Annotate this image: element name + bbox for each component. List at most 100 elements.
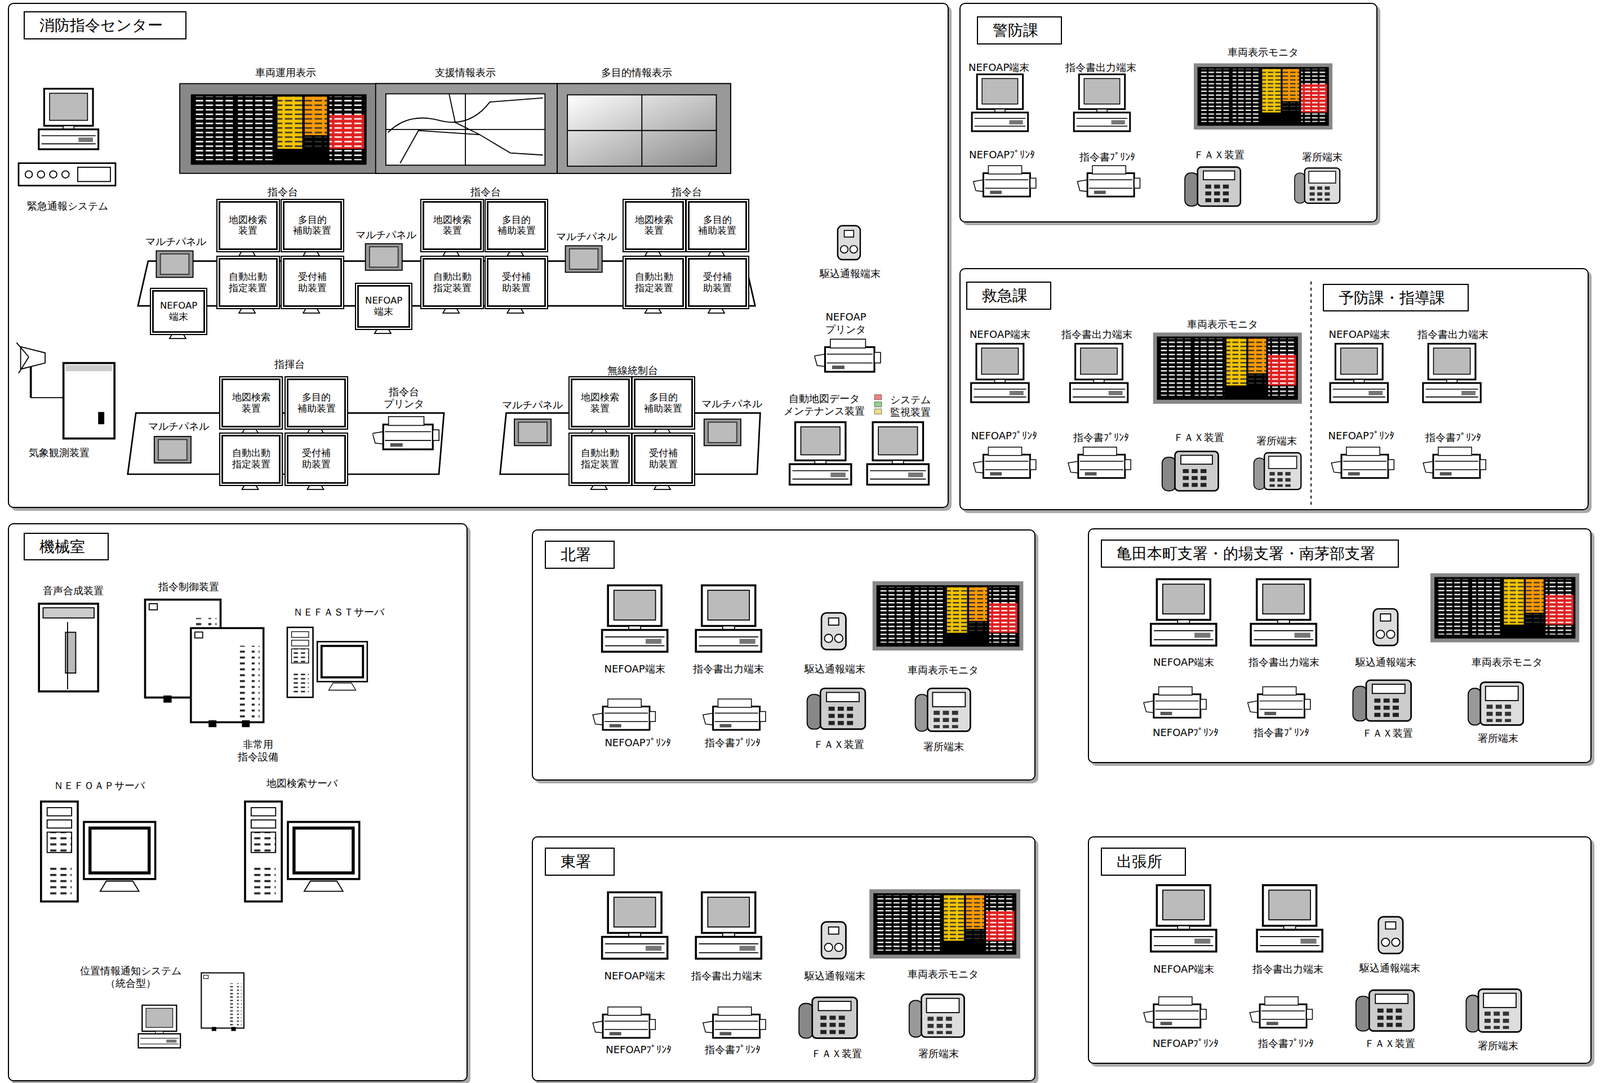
screen-label: 多目的 補助装置 bbox=[689, 214, 746, 238]
printer-icon bbox=[1077, 165, 1140, 197]
screen-label: 自動出動 指定装置 bbox=[626, 271, 683, 295]
pc-icon bbox=[867, 422, 929, 486]
device-label: ＦＡＸ装置 bbox=[813, 738, 865, 751]
device-label: 位置情報通知システム （統合型） bbox=[59, 965, 203, 990]
section-title: 亀田本町支署・的場支署・南茅部支署 bbox=[1100, 539, 1399, 568]
device-label: NEFOAPﾌﾟﾘﾝﾀ bbox=[969, 148, 1035, 162]
screen-label: 多目的 補助装置 bbox=[288, 392, 345, 415]
device-label: 指令台 bbox=[671, 185, 702, 199]
vboard-icon bbox=[1153, 332, 1302, 404]
screen-label: NEFOAP 端末 bbox=[358, 295, 409, 318]
screen-label: 多目的 補助装置 bbox=[488, 214, 545, 238]
screen-box: NEFOAP 端末 bbox=[357, 285, 411, 328]
device-label: 指令書出力端末 bbox=[1065, 61, 1137, 74]
device-label: 駆込通報端末 bbox=[819, 267, 881, 280]
device-label: 署所端末 bbox=[1477, 732, 1519, 745]
screen-label: 多目的 補助装置 bbox=[284, 214, 341, 238]
section-title: 予防課・指導課 bbox=[1322, 283, 1469, 313]
device-label: 車両運用表示 bbox=[255, 66, 317, 79]
printer-icon bbox=[592, 699, 656, 731]
section-panel: 警防課 bbox=[959, 2, 1379, 222]
section-title: 北署 bbox=[544, 540, 615, 570]
device-label: ＦＡＸ装置 bbox=[1173, 431, 1225, 444]
fax-icon bbox=[1162, 451, 1219, 491]
printer-icon bbox=[1143, 686, 1207, 718]
device-label: NEFOAPﾌﾟﾘﾝﾀ bbox=[971, 429, 1038, 443]
screen-box: 地図検索 装置 bbox=[422, 201, 482, 251]
device-label: NEFOAP プリンタ bbox=[815, 310, 877, 336]
vboard-icon bbox=[872, 581, 1024, 651]
section-panel: 機械室 bbox=[7, 523, 468, 1082]
vboard-icon bbox=[869, 889, 1021, 959]
printer-icon bbox=[703, 1007, 766, 1039]
pc-icon bbox=[1150, 885, 1217, 953]
tower-icon bbox=[287, 627, 368, 698]
screen-label: NEFOAP 端末 bbox=[153, 300, 204, 323]
device-label: 指令書ﾌﾟﾘﾝﾀ bbox=[1425, 431, 1482, 444]
device-label: 指令台 bbox=[470, 185, 501, 199]
device-label: マルチパネル bbox=[355, 228, 417, 242]
rack-icon bbox=[201, 972, 244, 1031]
device-label: NEFOAP端末 bbox=[1153, 963, 1215, 976]
screen-box: 受付補 助装置 bbox=[633, 434, 693, 484]
device-label: 自動地図データ メンテナンス装置 bbox=[768, 392, 881, 417]
mp-icon bbox=[156, 250, 193, 278]
screen-label: 受付補 助装置 bbox=[288, 447, 345, 471]
screen-box: 自動出動 指定装置 bbox=[221, 434, 281, 484]
pc-icon bbox=[1250, 579, 1317, 646]
device-label: NEFOAPﾌﾟﾘﾝﾀ bbox=[1152, 726, 1219, 740]
device-label: 駆込通報端末 bbox=[1355, 656, 1417, 669]
pc-icon bbox=[1256, 885, 1323, 953]
printer-icon bbox=[1331, 447, 1394, 479]
device-label: 指令書ﾌﾟﾘﾝﾀ bbox=[704, 736, 761, 750]
device-label: 指令台 bbox=[267, 185, 299, 199]
device-label: 気象観測装置 bbox=[28, 446, 90, 460]
tower-icon bbox=[41, 801, 156, 902]
printer-icon bbox=[973, 165, 1037, 197]
device-label: 指令書出力端末 bbox=[1417, 328, 1489, 341]
phone-icon bbox=[1254, 452, 1302, 490]
device-label: 署所端末 bbox=[1477, 1040, 1519, 1053]
pc-icon bbox=[695, 892, 762, 959]
screen-label: 地図検索 装置 bbox=[424, 214, 480, 238]
phone-icon bbox=[1468, 682, 1524, 726]
device-label: 車両表示モニタ bbox=[907, 664, 979, 677]
phone-icon bbox=[1465, 989, 1522, 1033]
device-label: 指令書出力端末 bbox=[1248, 656, 1320, 669]
pc-icon bbox=[602, 892, 668, 959]
section-panel: 救急課予防課・指導課 bbox=[959, 268, 1590, 510]
screen-label: 地図検索 装置 bbox=[223, 392, 279, 415]
screen-box: 多目的 補助装置 bbox=[486, 201, 546, 251]
screen-label: 受付補 助装置 bbox=[284, 271, 341, 295]
fax-icon bbox=[807, 688, 866, 730]
phone-icon bbox=[1294, 167, 1340, 203]
device-label: 指令書ﾌﾟﾘﾝﾀ bbox=[1253, 726, 1310, 740]
device-label: 多目的情報表示 bbox=[601, 66, 673, 79]
device-label: 署所端末 bbox=[918, 1047, 959, 1061]
device-label: 車両表示モニタ bbox=[1187, 318, 1259, 331]
device-label: 駆込通報端末 bbox=[804, 663, 866, 676]
device-label: NEFOAP端末 bbox=[968, 61, 1030, 74]
device-label: 指令書出力端末 bbox=[692, 663, 764, 676]
tower-icon bbox=[245, 801, 360, 902]
alarm-icon bbox=[821, 612, 846, 650]
device-label: 地図検索サーバ bbox=[266, 777, 338, 790]
screen-label: 受付補 助装置 bbox=[488, 271, 545, 295]
screen-label: 自動出動 指定装置 bbox=[220, 271, 277, 295]
weather-station bbox=[16, 342, 115, 439]
device-label: 指揮台 bbox=[274, 358, 305, 371]
divider-line bbox=[1310, 281, 1312, 506]
device-label: 指令書ﾌﾟﾘﾝﾀ bbox=[1079, 150, 1136, 164]
pc-icon bbox=[971, 74, 1029, 132]
alarm-icon bbox=[821, 922, 846, 959]
printer-icon bbox=[814, 339, 881, 372]
device-label: ＮＥＦＯＡＰサーバ bbox=[53, 779, 145, 793]
device-label: 指令書ﾌﾟﾘﾝﾀ bbox=[1073, 431, 1130, 444]
device-label: ＦＡＸ装置 bbox=[1364, 1037, 1416, 1051]
section-title: 東署 bbox=[544, 847, 615, 877]
mp-icon bbox=[154, 436, 191, 464]
device-label: システム 監視装置 bbox=[884, 393, 936, 419]
pc-icon bbox=[138, 1005, 181, 1049]
phone-icon bbox=[909, 994, 965, 1038]
mp-icon bbox=[704, 419, 741, 446]
